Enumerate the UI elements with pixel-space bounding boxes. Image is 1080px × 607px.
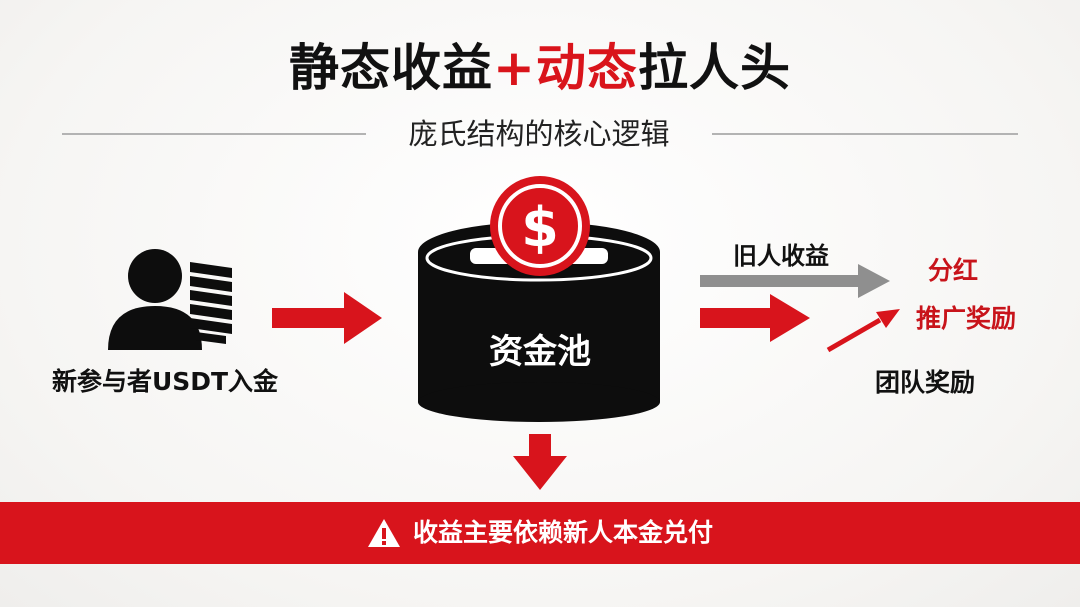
pool-label: 资金池 — [489, 332, 591, 372]
cash-stack-icon — [190, 262, 232, 344]
subtitle-divider-left — [62, 133, 366, 135]
participant-icon — [108, 249, 202, 350]
participant-label: 新参与者USDT入金 — [51, 367, 279, 396]
title-static-income: 静态收益 — [289, 39, 494, 97]
team-reward-label: 团队奖励 — [874, 368, 975, 397]
warning-banner-text: 收益主要依赖新人本金兑付 — [412, 518, 713, 547]
subtitle-row: 庞氏结构的核心逻辑 — [62, 114, 1018, 154]
old-income-arrow — [700, 264, 890, 298]
inflow-arrow — [272, 292, 382, 344]
warning-banner-content: 收益主要依赖新人本金兑付 — [0, 502, 1080, 564]
subtitle-divider-right — [712, 133, 1018, 135]
page-title: 静态收益+动态拉人头 — [0, 36, 1080, 100]
warning-banner: 收益主要依赖新人本金兑付 — [0, 502, 1080, 564]
warning-icon — [367, 519, 400, 547]
payout-arrow — [700, 294, 810, 342]
dividend-label: 分红 — [928, 256, 979, 285]
title-dynamic: +动态 — [493, 39, 638, 97]
subtitle: 庞氏结构的核心逻辑 — [408, 117, 670, 151]
downflow-arrow — [513, 434, 567, 490]
dollar-coin-icon: $ — [490, 176, 590, 276]
title-recruit: 拉人头 — [637, 39, 791, 97]
promotion-reward-label: 推广奖励 — [916, 304, 1017, 333]
coin-symbol: $ — [521, 196, 559, 259]
team-reward-arrow — [826, 309, 900, 353]
old-income-label: 旧人收益 — [733, 242, 829, 270]
